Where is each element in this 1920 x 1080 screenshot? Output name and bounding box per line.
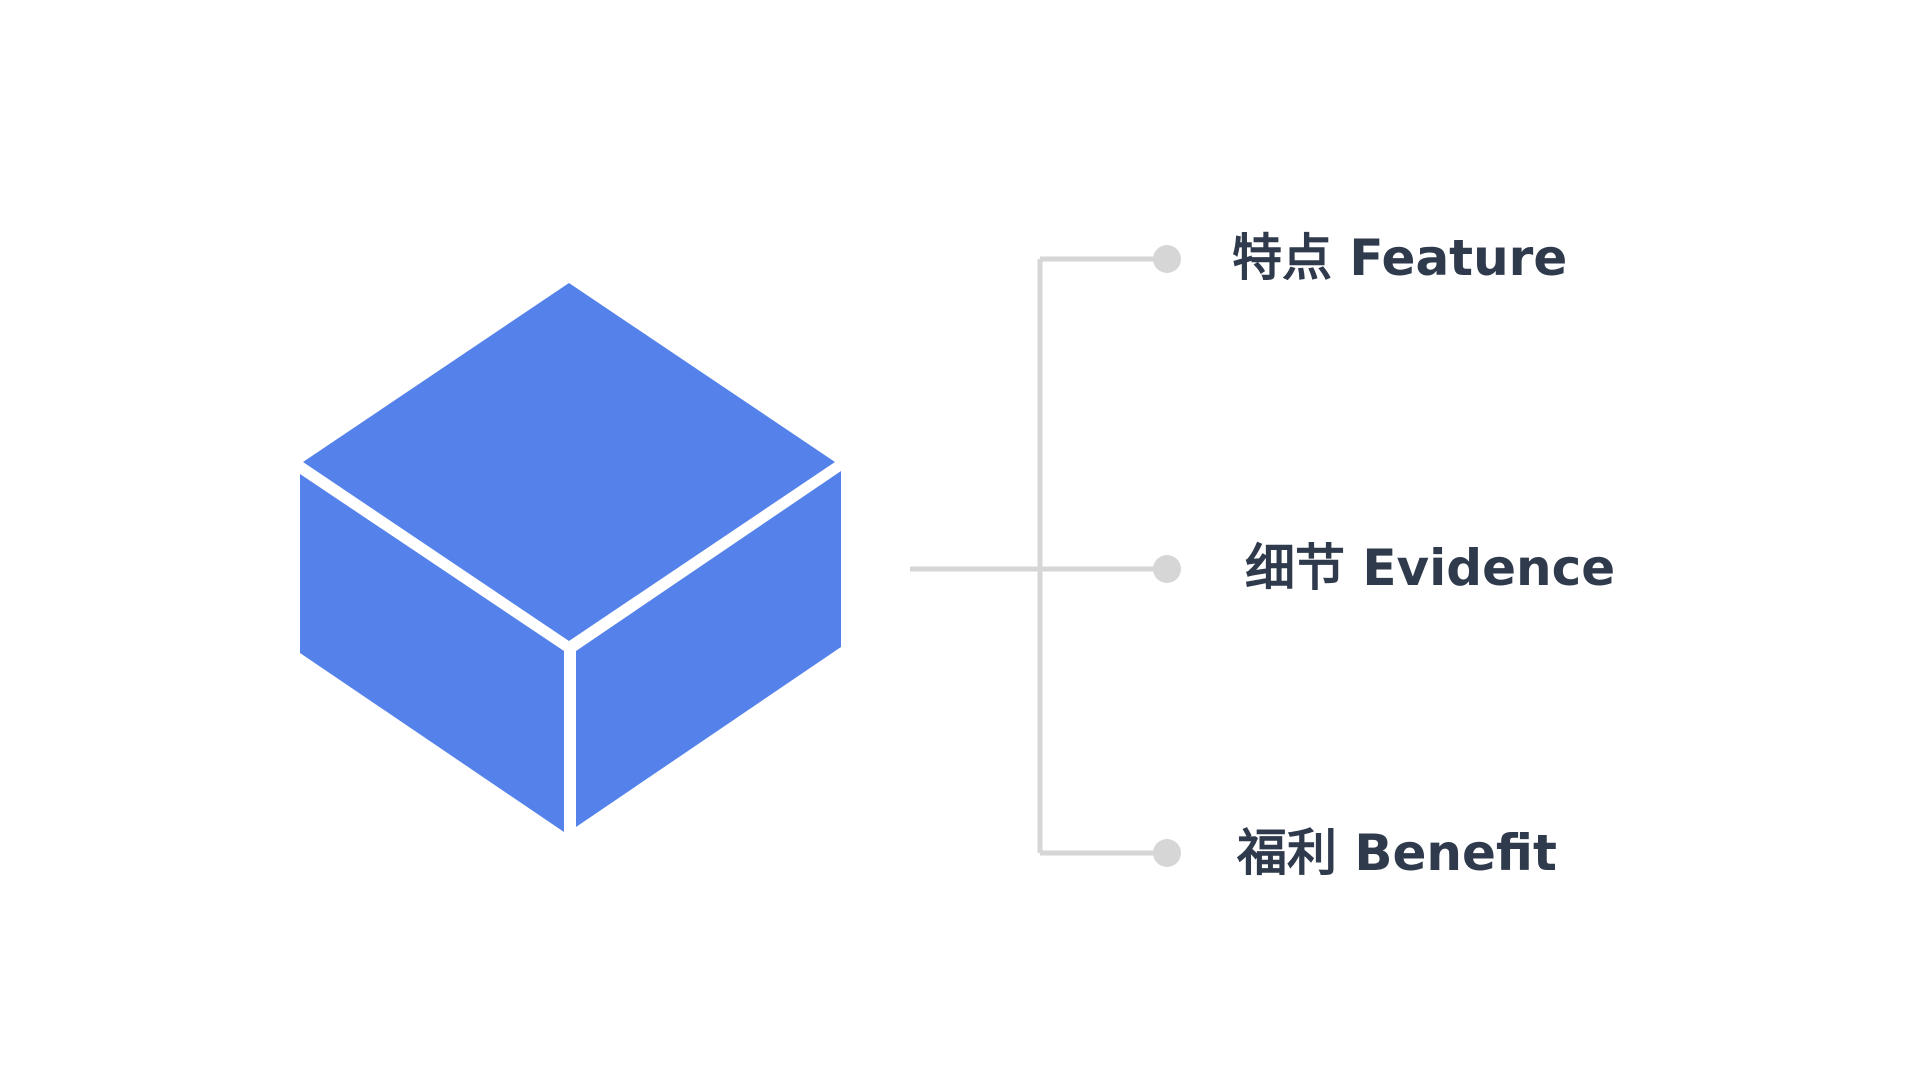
dot-evidence (1153, 555, 1181, 583)
label-evidence: 细节 Evidence (1245, 539, 1616, 597)
cube-icon (300, 283, 841, 832)
dot-benefit (1153, 839, 1181, 867)
connector-lines (910, 256, 1167, 856)
cube-top-face (303, 283, 835, 641)
dot-feature (1153, 245, 1181, 273)
label-benefit: 福利 Benefit (1237, 824, 1557, 882)
cube-right-face (576, 471, 841, 827)
cube-left-face (300, 474, 564, 832)
label-feature: 特点 Feature (1232, 229, 1568, 287)
